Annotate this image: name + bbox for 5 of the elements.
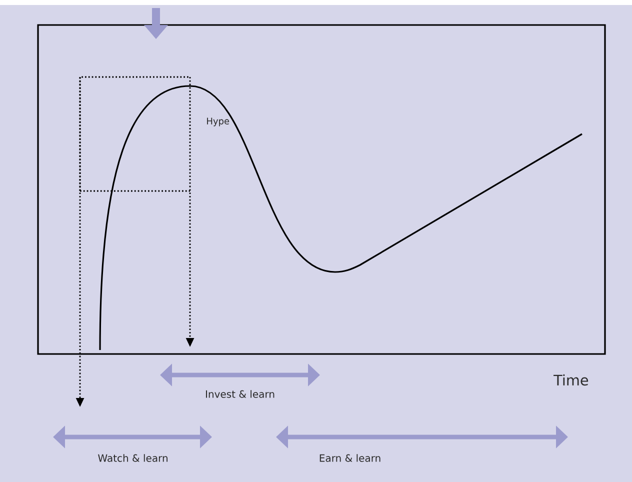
span-label: Invest & learn (206, 390, 274, 398)
curve-label: Hype (207, 118, 230, 126)
axis-label: Time (554, 374, 588, 386)
span-label: Watch & learn (98, 454, 168, 462)
span-label: Earn & learn (320, 454, 380, 462)
